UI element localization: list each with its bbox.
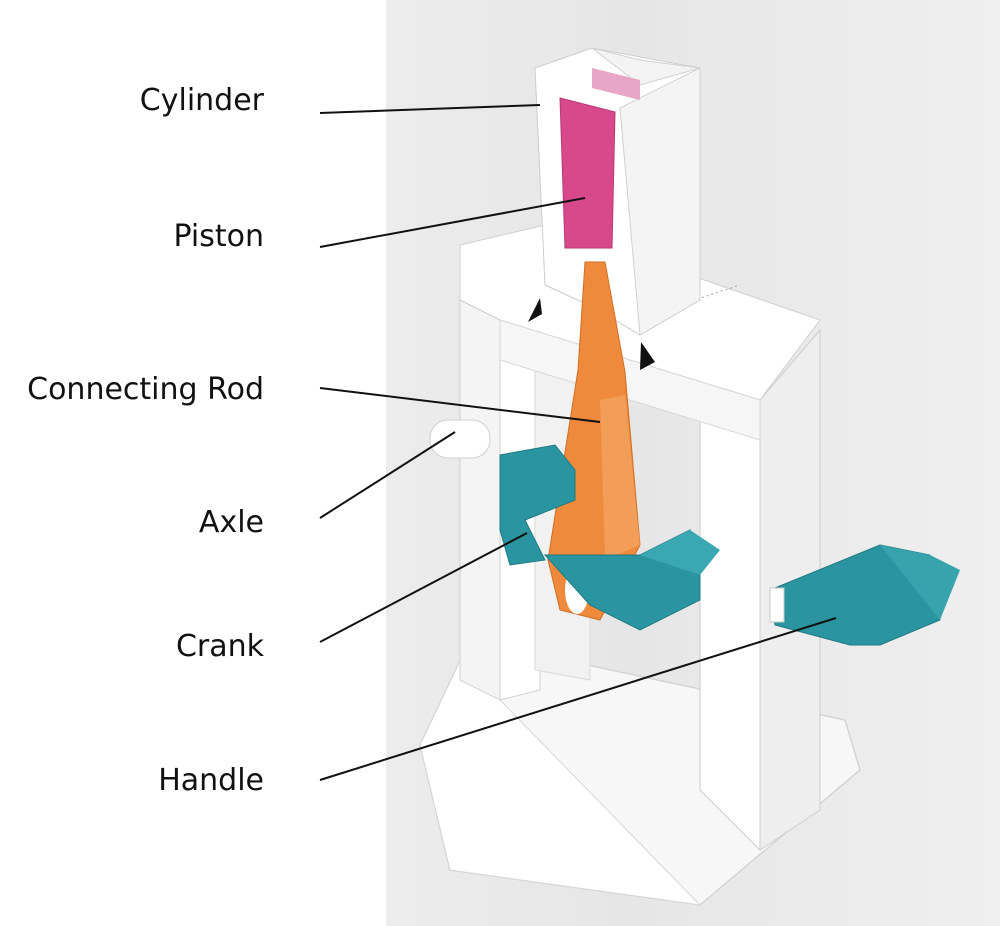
label-connecting-rod: Connecting Rod: [27, 372, 264, 407]
leader-piston: [319, 197, 586, 248]
axle: [429, 419, 491, 459]
label-piston: Piston: [173, 219, 264, 254]
label-crank: Crank: [175, 629, 264, 664]
piston: [559, 97, 616, 249]
leader-axle: [319, 431, 456, 519]
marker-triangle-right: [640, 342, 655, 370]
marker-triangle-left: [528, 298, 542, 322]
leader-connecting-rod: [319, 387, 601, 423]
label-cylinder: Cylinder: [139, 83, 264, 118]
label-axle: Axle: [198, 505, 264, 540]
leader-cylinder: [319, 104, 541, 114]
crank: [499, 444, 576, 566]
leader-crank: [319, 532, 528, 643]
left-pillar: [459, 299, 501, 701]
label-handle: Handle: [158, 763, 264, 798]
leader-handle: [319, 617, 837, 781]
